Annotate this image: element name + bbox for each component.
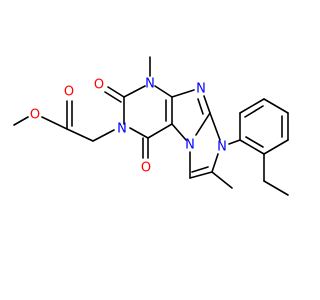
bond-ar2-ar3-inner — [244, 105, 264, 118]
atom-n-bridge: N — [185, 138, 195, 153]
atom-o-methoxy: O — [30, 108, 40, 123]
atom-label-layer: O O O O N N N N N — [30, 77, 227, 176]
bond-c7-c6 — [189, 171, 213, 179]
atom-n-imine: N — [196, 82, 206, 97]
bond-ar6-ar1-inner — [245, 136, 264, 148]
atom-o-ester-carbonyl: O — [64, 85, 74, 100]
bond-n-bridge-c5 — [171, 123, 187, 141]
bond-c7-c6-double — [191, 166, 209, 173]
bond-ar6-ar1 — [239, 139, 265, 155]
bond-ar2-ar3 — [239, 98, 265, 114]
bond-methyl-o — [13, 116, 29, 126]
bond-n-imine-c8-double — [197, 98, 204, 115]
bond-c8-n-bridge — [195, 112, 211, 136]
bond-n-aryl-ar1 — [228, 139, 241, 145]
bond-ar5-ar6 — [263, 139, 289, 155]
bond-ch2-n3 — [92, 129, 115, 142]
bond-c4-n3 — [129, 127, 149, 139]
bond-c5-c4 — [147, 123, 173, 139]
atom-n-aryl: N — [217, 140, 227, 155]
bond-n-aryl-c7 — [211, 153, 219, 173]
bond-ar3-ar4 — [263, 98, 289, 114]
bond-ch2-ch3 — [263, 180, 289, 196]
bond-c2-n1 — [123, 85, 146, 98]
bond-c2-o-b — [104, 91, 122, 103]
bond-o-ester-carbon — [41, 116, 68, 130]
atom-o-c4: O — [141, 161, 151, 176]
atom-n-methyl: N — [145, 77, 155, 92]
bond-c2-o-a — [107, 86, 125, 98]
bond-c8-n-aryl — [209, 112, 221, 141]
molecule-structure-diagram: O O O O N N N N N — [13, 56, 289, 196]
bond-n-imine-c8 — [203, 95, 211, 114]
bond-ester-c-ch2 — [66, 128, 94, 142]
bond-n1-c6 — [154, 85, 173, 98]
atom-n-acetate: N — [117, 122, 127, 137]
bond-c7-methyl — [211, 171, 233, 189]
bond-c6-n-imine — [171, 89, 195, 98]
atom-o-c2: O — [94, 78, 104, 93]
bond-layer — [13, 56, 289, 196]
